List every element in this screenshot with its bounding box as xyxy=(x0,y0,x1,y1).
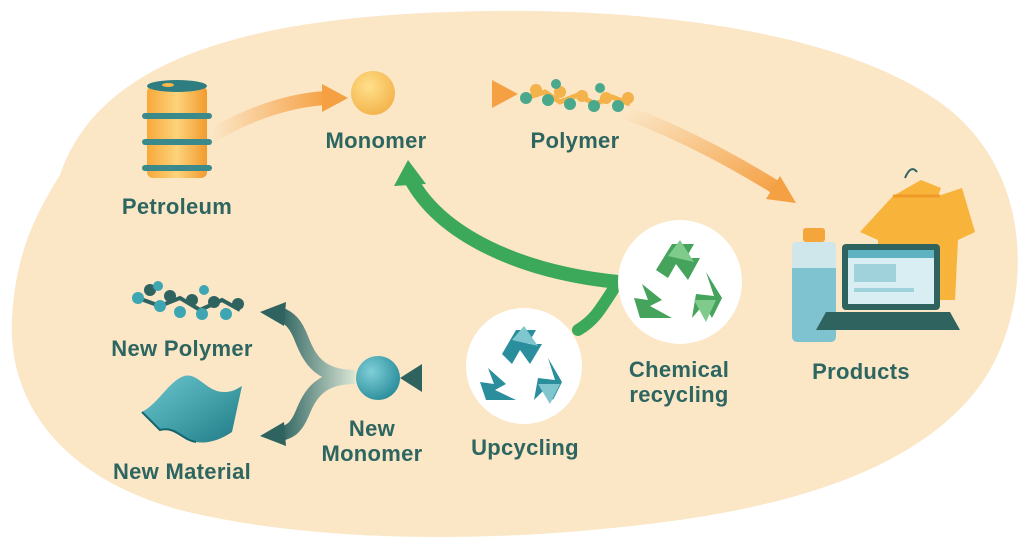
upcycle-icon xyxy=(466,308,582,424)
petroleum-label: Petroleum xyxy=(121,194,233,219)
new-material-label: New Material xyxy=(112,459,252,484)
products-icon xyxy=(792,168,975,342)
background-blob xyxy=(11,10,1018,538)
arrow-petroleum-to-monomer xyxy=(205,84,348,142)
recycle-icon xyxy=(618,220,742,344)
new-polymer-label: New Polymer xyxy=(111,336,253,361)
chemical-recycling-label: Chemical recycling xyxy=(604,357,754,407)
new-material-sheet-icon xyxy=(141,375,242,443)
upcycling-label: Upcycling xyxy=(471,435,579,460)
monomer-label: Monomer xyxy=(325,128,427,153)
arrow-monomer-to-polymer xyxy=(404,80,518,108)
chemical-recycling-line2: recycling xyxy=(629,382,729,407)
arrow-split-to-new-products xyxy=(260,302,356,446)
arrow-polymer-to-products xyxy=(618,105,796,203)
arrow-chemical-to-monomer xyxy=(394,160,790,336)
chemical-recycling-line1: Chemical xyxy=(628,357,730,382)
oil-barrel-icon xyxy=(142,80,212,178)
new-polymer-chain-icon xyxy=(132,281,244,320)
polymer-label: Polymer xyxy=(530,128,620,153)
new-monomer-line1: New xyxy=(348,416,396,441)
polymer-chain-icon xyxy=(520,79,634,112)
laptop-icon xyxy=(816,244,960,330)
new-monomer-sphere-icon xyxy=(356,356,400,400)
new-monomer-label: New Monomer xyxy=(297,416,447,466)
products-label: Products xyxy=(812,359,910,384)
new-monomer-line2: Monomer xyxy=(321,441,423,466)
arrow-upcycling-to-new-monomer xyxy=(400,364,466,392)
monomer-sphere-icon xyxy=(351,71,395,115)
